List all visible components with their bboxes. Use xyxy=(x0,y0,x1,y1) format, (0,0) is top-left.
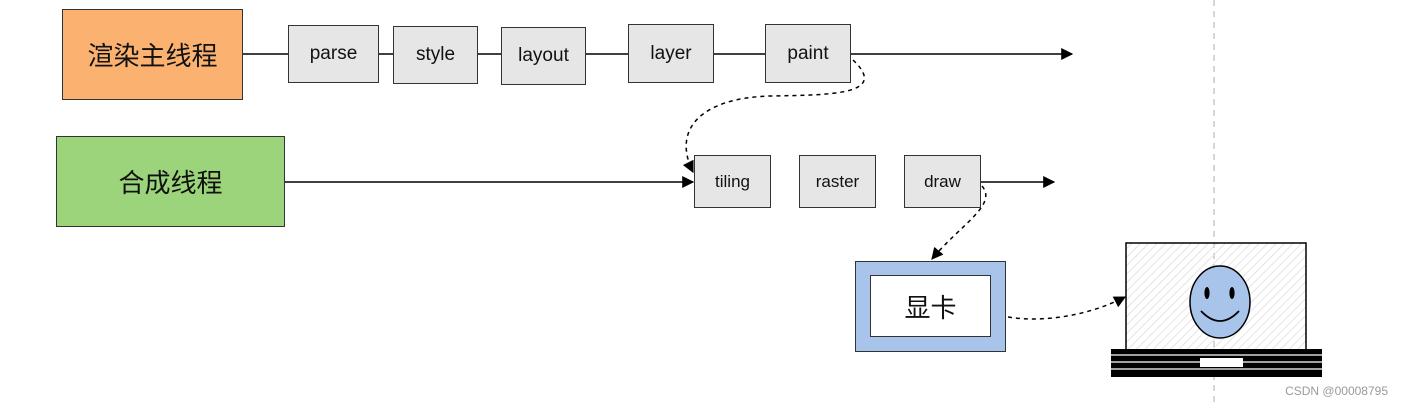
stage-layout: layout xyxy=(501,27,586,85)
stage-label: layer xyxy=(650,42,692,64)
draw-to-gpu-arrow xyxy=(931,185,987,260)
monitor-base xyxy=(1111,349,1322,377)
stage-label: draw xyxy=(924,171,961,191)
stage-layer: layer xyxy=(628,24,714,83)
smiley-face-icon xyxy=(1189,265,1251,339)
stage-label: parse xyxy=(309,43,358,64)
stage-raster: raster xyxy=(799,155,876,208)
gpu-label: 显卡 xyxy=(904,293,957,324)
watermark: CSDN @00008795 xyxy=(1285,384,1388,398)
gpu-to-monitor-arrow xyxy=(1007,296,1127,320)
main-thread-box: 渲染主线程 xyxy=(62,9,243,100)
stage-label: paint xyxy=(787,42,829,64)
stage-label: layout xyxy=(518,45,569,66)
gpu-inner-box: 显卡 xyxy=(870,275,991,337)
stage-draw: draw xyxy=(904,155,981,208)
monitor-icon xyxy=(1111,242,1322,377)
main-thread-label: 渲染主线程 xyxy=(87,42,218,72)
compositor-thread-label: 合成线程 xyxy=(118,169,223,199)
stage-tiling: tiling xyxy=(694,155,771,208)
stage-label: raster xyxy=(815,171,860,191)
paint-to-tiling-arrow xyxy=(682,59,866,174)
stage-label: style xyxy=(415,44,456,65)
compositor-thread-box: 合成线程 xyxy=(56,136,285,227)
stage-paint: paint xyxy=(765,24,851,83)
stage-style: style xyxy=(393,26,478,84)
stage-parse: parse xyxy=(288,25,379,83)
stage-label: tiling xyxy=(715,171,750,191)
